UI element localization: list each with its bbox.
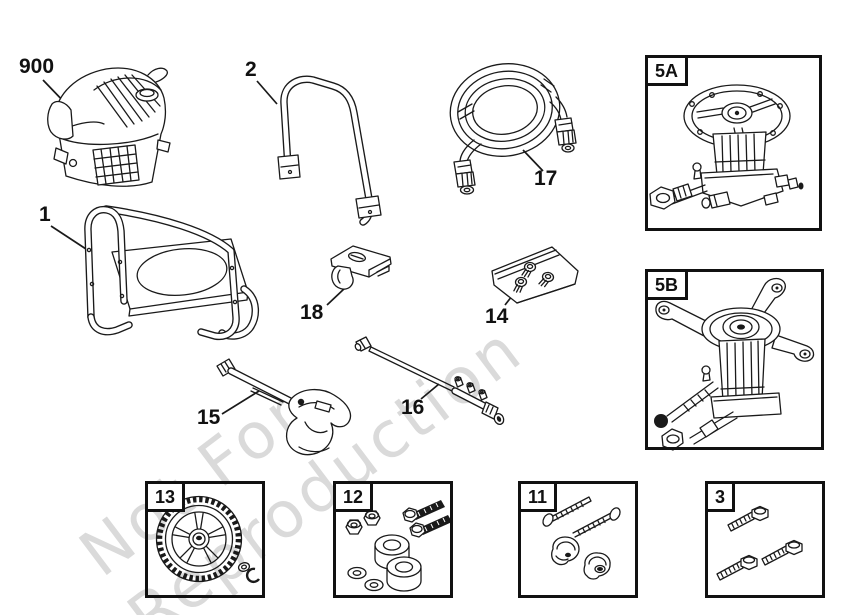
nozzle-wand-illustration xyxy=(354,336,505,425)
callout-label-hose: 17 xyxy=(534,167,558,190)
engine-illustration xyxy=(42,67,171,187)
axle-kit-illustration xyxy=(345,500,452,592)
callout-label-axle-kit: 12 xyxy=(333,481,374,512)
callout-label-bracket: 18 xyxy=(300,301,324,324)
callout-label-pump-b: 5B xyxy=(645,269,689,300)
callout-box-pump-b: 5B xyxy=(645,269,824,450)
callout-label-handle: 2 xyxy=(245,58,257,81)
handle-illustration xyxy=(256,75,382,226)
callout-box-engine-bolts: 3 xyxy=(705,481,825,598)
callout-label-spray-gun: 15 xyxy=(197,406,221,429)
callout-box-pump-a: 5A xyxy=(645,55,822,231)
callout-label-engine: 900 xyxy=(19,55,55,78)
spray-gun-illustration xyxy=(216,358,352,456)
callout-label-pump-a: 5A xyxy=(645,55,689,86)
callout-label-frame: 1 xyxy=(39,203,51,226)
callout-label-hardware-bag: 14 xyxy=(485,305,509,328)
callout-label-nozzle-wand: 16 xyxy=(401,396,425,419)
callout-box-axle-kit: 12 xyxy=(333,481,453,598)
pump-b-illustration xyxy=(654,277,815,451)
frame-illustration xyxy=(50,205,259,341)
wheel-illustration xyxy=(155,495,260,584)
callout-label-knob-kit: 11 xyxy=(518,481,558,512)
callout-label-wheel-kit: 13 xyxy=(145,481,186,512)
callout-box-knob-kit: 11 xyxy=(518,481,638,598)
bracket-illustration xyxy=(326,245,392,306)
hose-illustration xyxy=(449,63,577,195)
pump-a-illustration xyxy=(649,84,804,210)
callout-box-wheel-kit: 13 xyxy=(145,481,265,598)
callout-label-engine-bolts: 3 xyxy=(705,481,736,512)
hardware-bag-illustration xyxy=(491,246,579,306)
knob-kit-illustration xyxy=(542,496,621,580)
